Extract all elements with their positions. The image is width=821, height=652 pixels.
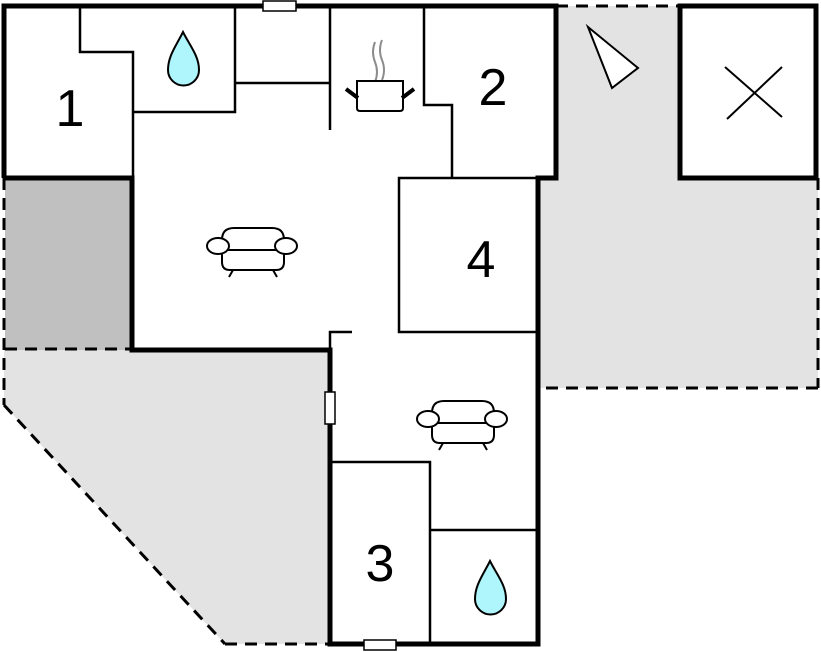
room-label-2: 2	[479, 59, 508, 117]
cross-icon	[724, 66, 783, 120]
interior-walls	[78, 6, 538, 644]
water-drop-icon	[166, 29, 201, 87]
room-label-3: 3	[366, 535, 395, 593]
room-label-1: 1	[56, 80, 85, 138]
terrace-left	[4, 350, 330, 644]
room-label-4: 4	[467, 231, 496, 289]
window-bottom	[363, 639, 397, 651]
terrace-outline	[2, 4, 820, 646]
cooking-pot-icon	[344, 39, 416, 112]
sofa-icon	[206, 227, 298, 278]
window-left	[324, 391, 336, 425]
water-drop-icon	[473, 558, 508, 616]
sofa-icon	[416, 400, 508, 451]
window-top	[262, 0, 297, 12]
exterior-walls	[1, 3, 819, 647]
covered-area	[5, 178, 132, 350]
north-arrow-icon	[585, 23, 640, 90]
terrace-right	[538, 6, 818, 388]
